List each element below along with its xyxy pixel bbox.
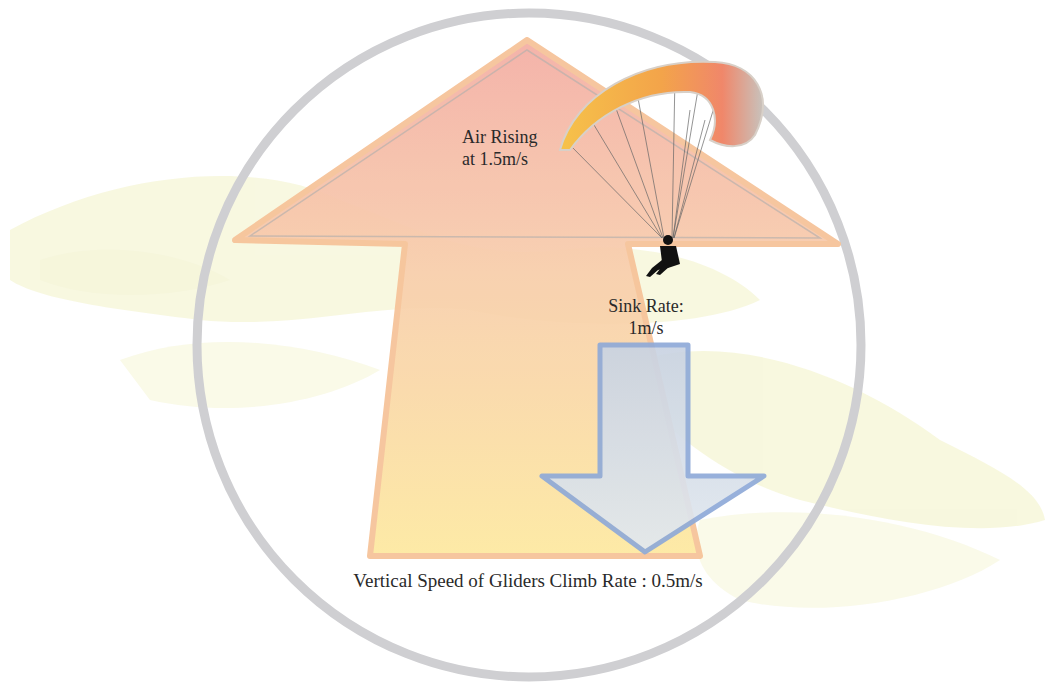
frame-circle <box>197 13 861 677</box>
rising-air-arrow-inner <box>250 50 820 238</box>
sink-rate-label: Sink Rate: 1m/s <box>601 296 691 339</box>
climb-rate-label: Vertical Speed of Gliders Climb Rate : 0… <box>268 570 788 593</box>
sink-arrow <box>542 345 764 552</box>
pilot-silhouette <box>646 235 680 277</box>
paraglider-wing <box>560 62 763 150</box>
rising-air-arrow <box>235 40 838 556</box>
glider-lines <box>565 75 720 238</box>
air-rising-label: Air Rising at 1.5m/s <box>462 127 552 170</box>
